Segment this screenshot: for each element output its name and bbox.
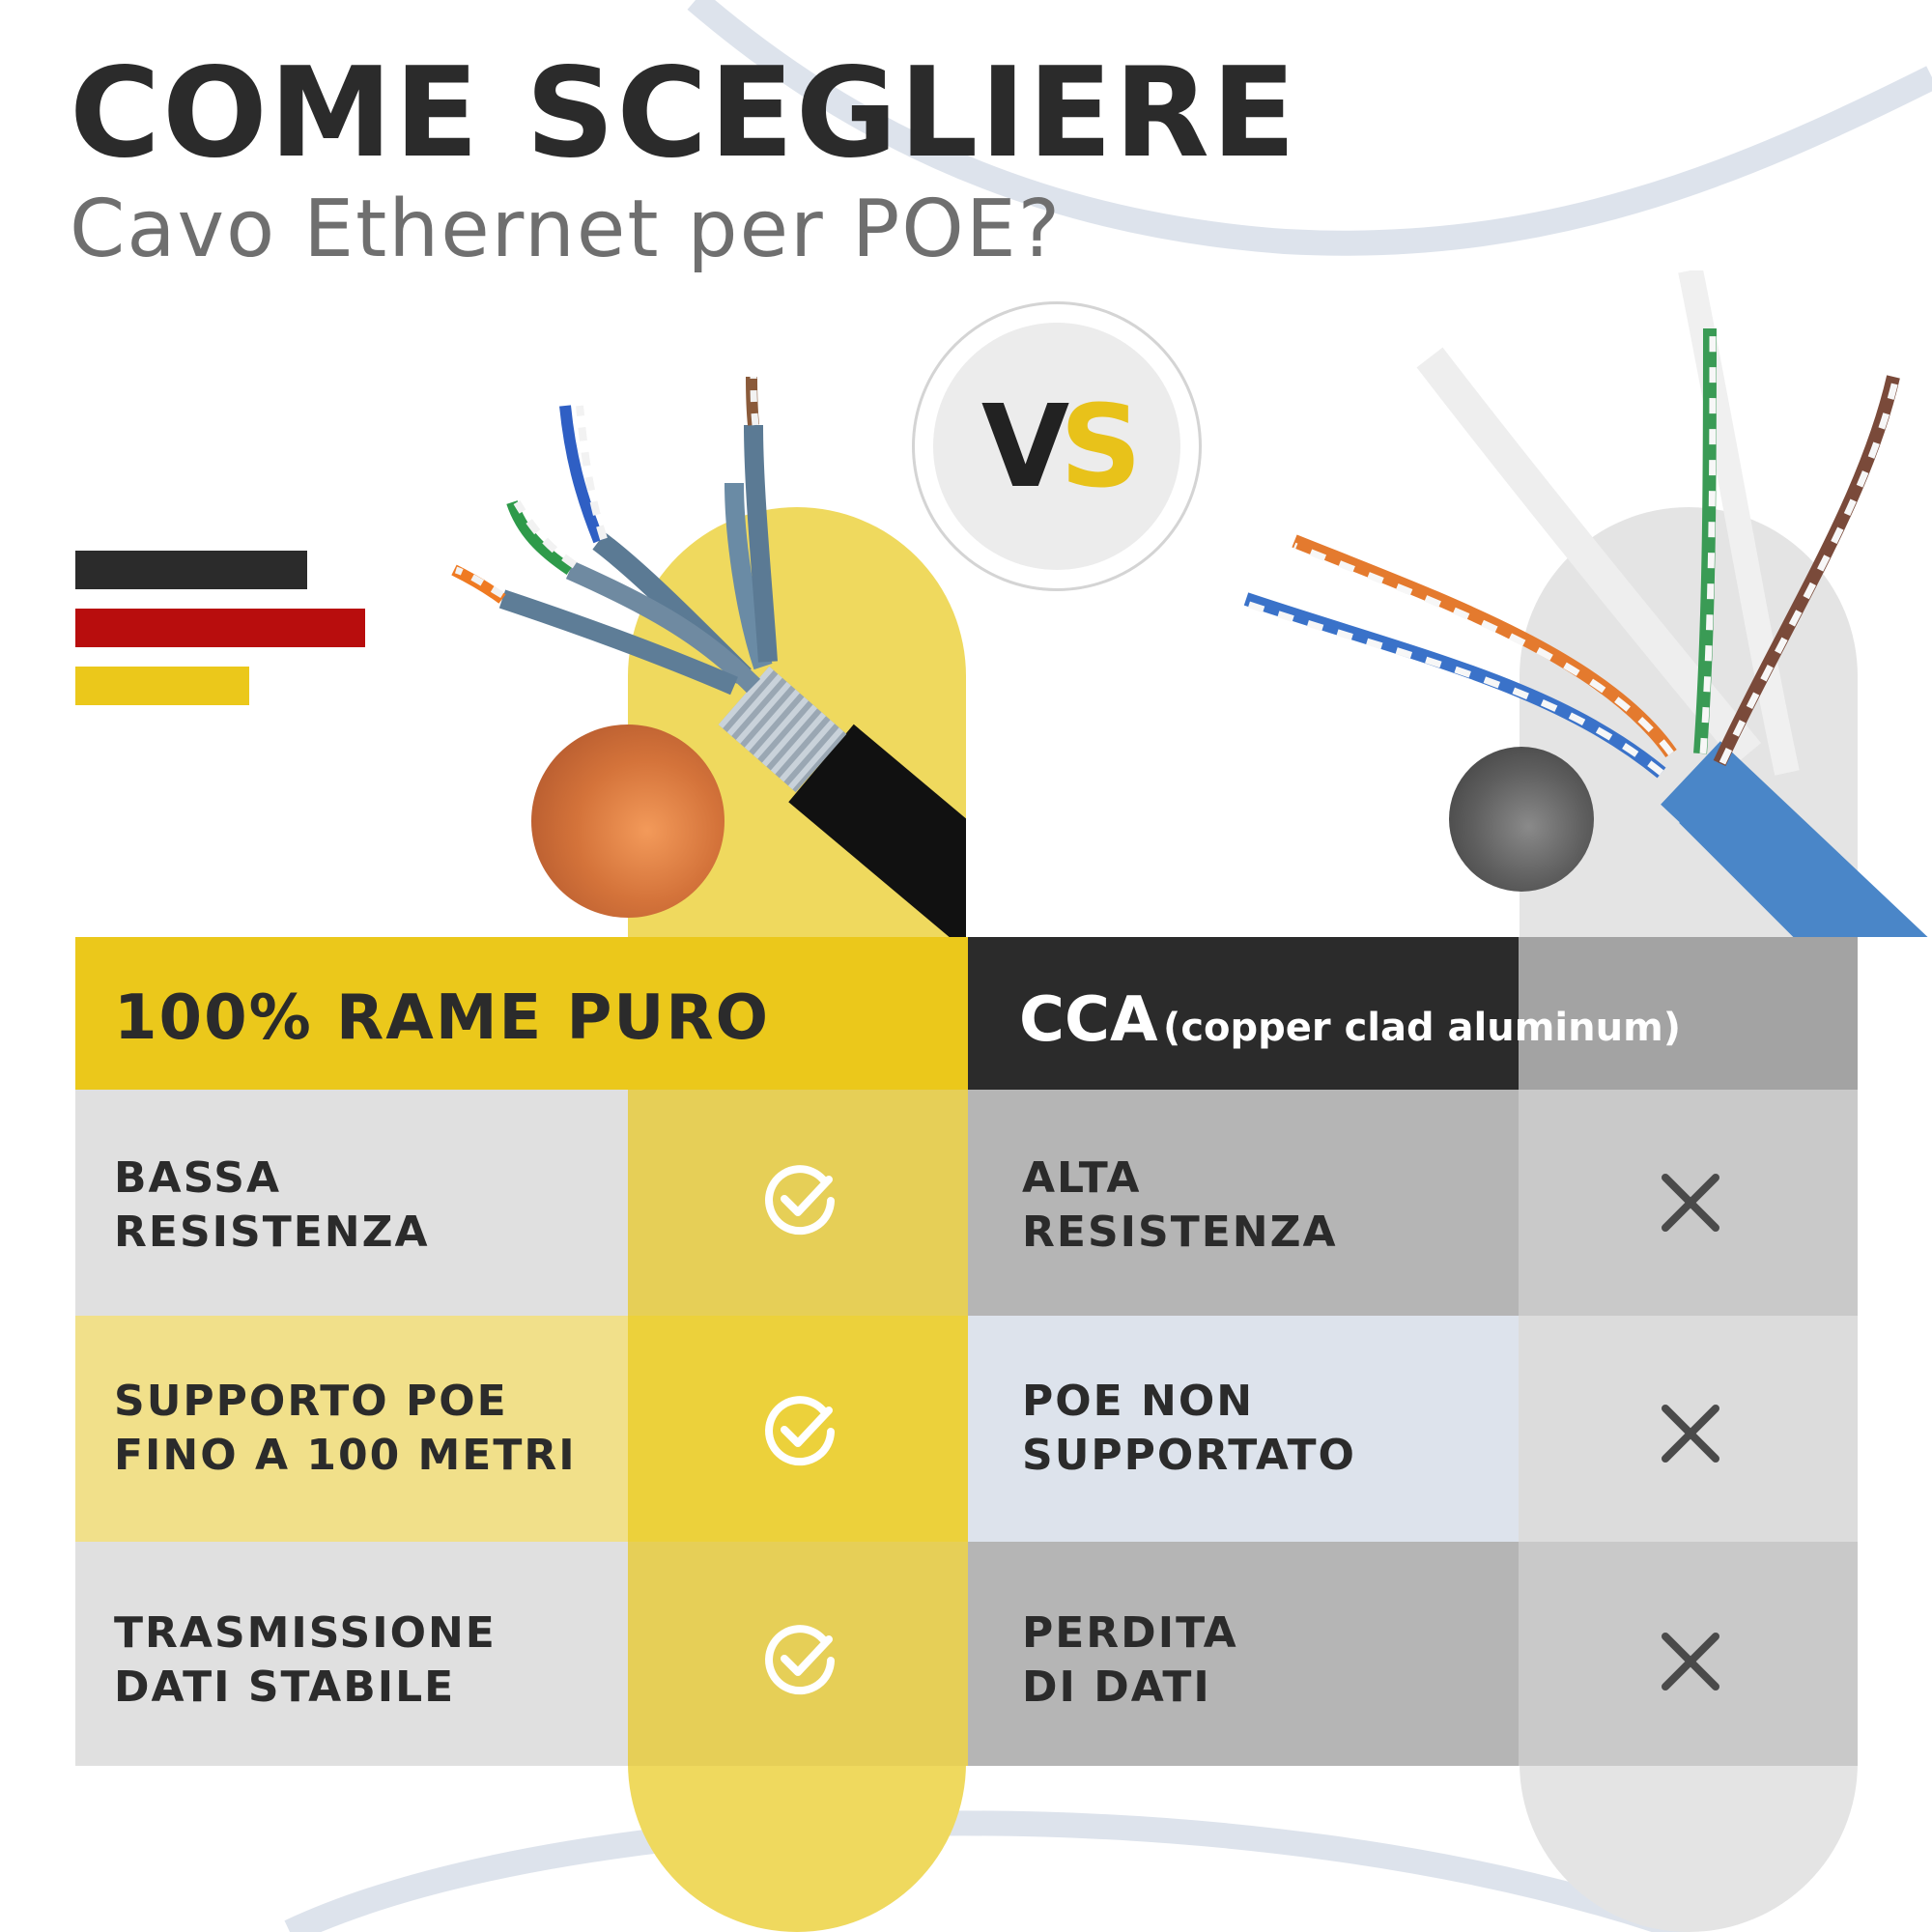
- cross-icon: [1662, 1174, 1719, 1232]
- flag-bar-red: [75, 609, 365, 647]
- aluminum-disc-icon: [1449, 747, 1594, 892]
- row-3-right-text: PERDITA DI DATI: [1022, 1606, 1238, 1715]
- right-heading-main: CCA: [1019, 984, 1158, 1056]
- flag-bar-yellow: [75, 667, 249, 705]
- page-title: COME SCEGLIERE: [70, 42, 1298, 185]
- row-3-left-mark-cell: [628, 1542, 968, 1766]
- row-2-right-text: POE NON SUPPORTATO: [1022, 1375, 1356, 1483]
- right-header-cell: [968, 937, 1519, 1090]
- row-2-left-line-2: FINO A 100 METRI: [114, 1431, 577, 1480]
- right-heading-sub: (copper clad aluminum): [1163, 1006, 1682, 1050]
- vs-badge-inner: [933, 323, 1180, 570]
- row-3-right-cell: [968, 1542, 1519, 1766]
- right-column-heading: CCA (copper clad aluminum): [1019, 985, 1681, 1063]
- page-subtitle: Cavo Ethernet per POE?: [70, 184, 1063, 275]
- row-1-left-line-2: RESISTENZA: [114, 1208, 430, 1257]
- cross-icon: [1662, 1633, 1719, 1690]
- blue-utp-cable-icon: [1243, 270, 1928, 937]
- row-3-left-line-2: DATI STABILE: [114, 1662, 456, 1712]
- row-3-right-line-1: PERDITA: [1022, 1608, 1238, 1658]
- row-3-left-cell: [75, 1542, 628, 1766]
- vs-letter-s: S: [1060, 380, 1142, 513]
- copper-disc-icon: [531, 724, 724, 918]
- row-2-right-line-1: POE NON: [1022, 1377, 1255, 1426]
- row-2-right-cell: [968, 1316, 1519, 1542]
- check-circle-icon: [765, 1396, 835, 1466]
- check-circle-icon: [765, 1625, 835, 1695]
- row-1-left-cell: [75, 1090, 628, 1316]
- row-3-right-line-2: DI DATI: [1022, 1662, 1211, 1712]
- left-header-cell: [75, 937, 968, 1090]
- shielded-black-cable-icon: [451, 376, 966, 937]
- row-1-right-text: ALTA RESISTENZA: [1022, 1151, 1338, 1260]
- row-1-right-line-2: RESISTENZA: [1022, 1208, 1338, 1257]
- check-circle-icon: [765, 1165, 835, 1236]
- row-1-left-text: BASSA RESISTENZA: [114, 1151, 430, 1260]
- vs-label: VS: [933, 323, 1180, 570]
- row-2-left-text: SUPPORTO POE FINO A 100 METRI: [114, 1375, 577, 1483]
- row-1-left-line-1: BASSA: [114, 1153, 282, 1203]
- row-1-right-line-1: ALTA: [1022, 1153, 1142, 1203]
- row-3-left-text: TRASMISSIONE DATI STABILE: [114, 1606, 497, 1715]
- row-3-left-line-1: TRASMISSIONE: [114, 1608, 497, 1658]
- cross-icon: [1662, 1405, 1719, 1463]
- row-2-left-line-1: SUPPORTO POE: [114, 1377, 508, 1426]
- vs-letter-v: V: [980, 380, 1069, 513]
- row-1-right-cell: [968, 1090, 1519, 1316]
- row-1-left-mark-cell: [628, 1090, 968, 1316]
- flag-bar-black: [75, 551, 307, 589]
- row-2-left-cell: [75, 1316, 628, 1542]
- right-header-cell-grey: [1519, 937, 1858, 1090]
- row-2-left-mark-cell: [628, 1316, 968, 1542]
- left-column-heading: 100% RAME PURO: [114, 982, 771, 1054]
- row-2-right-line-2: SUPPORTATO: [1022, 1431, 1356, 1480]
